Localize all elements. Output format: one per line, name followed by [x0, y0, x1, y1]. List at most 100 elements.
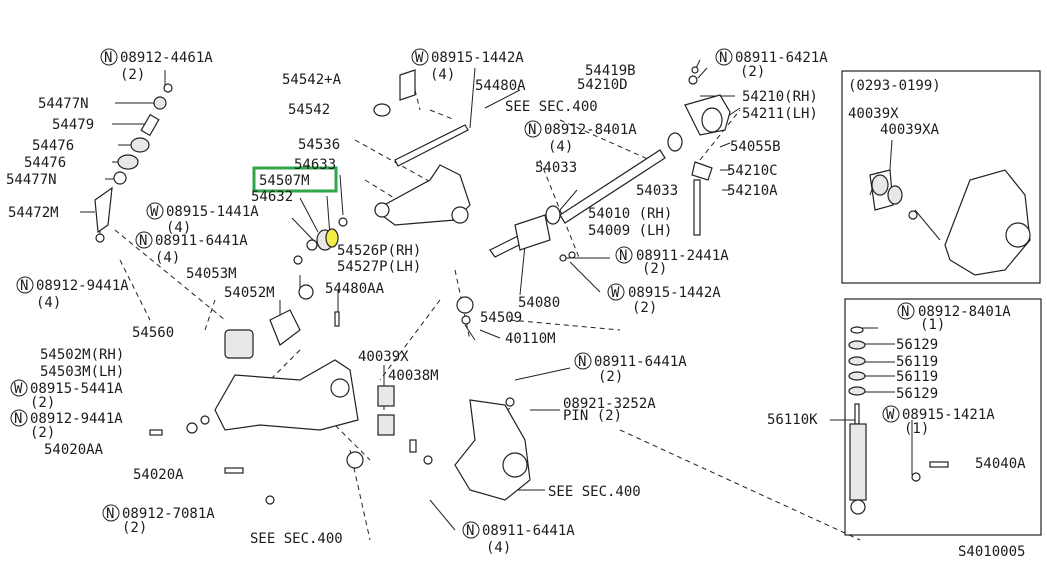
highlight-box — [252, 166, 338, 193]
spindle-part — [502, 452, 528, 478]
svg-text:W: W — [886, 407, 895, 423]
inset-part-label: 40039XA — [880, 122, 940, 138]
inset-part-label: 56110K — [767, 412, 818, 428]
part-label: 54480A — [475, 78, 526, 94]
bushing-part — [224, 329, 254, 359]
ball-joint-part — [451, 206, 469, 224]
bushing-part — [667, 132, 683, 152]
inset-part-label: 56119 — [896, 369, 938, 385]
part-label: 08921-3252A — [563, 396, 656, 412]
part-label: 54503M(LH) — [40, 364, 124, 380]
inset-part-label: 56129 — [896, 386, 938, 402]
circled-n-icon: N — [574, 352, 592, 370]
part-label: 08912-7081A — [122, 506, 215, 522]
bolt-part — [409, 439, 417, 453]
inset-washer-part — [911, 472, 921, 482]
nut-part — [568, 251, 576, 259]
svg-text:N: N — [106, 506, 114, 522]
part-label: 54480AA — [325, 281, 385, 297]
bracket-part — [399, 69, 416, 101]
steering-knuckle-part — [454, 399, 531, 501]
bumper-part — [298, 284, 314, 300]
svg-text:W: W — [611, 285, 620, 301]
quantity-label: (2) — [120, 67, 145, 83]
reference-label: SEE SEC.400 — [250, 531, 343, 547]
part-label: 54009 (LH) — [588, 223, 672, 239]
circled-n-icon: N — [10, 409, 28, 427]
inset-title: (0293-0199) — [848, 78, 941, 94]
part-label: 08915-5441A — [30, 381, 123, 397]
bushing-part — [701, 107, 723, 133]
circled-n-icon: N — [135, 231, 153, 249]
quantity-label: (2) — [30, 395, 55, 411]
part-label: 54210D — [577, 77, 628, 93]
circled-n-icon: N — [897, 302, 915, 320]
highlighted-part-label: 54507M — [259, 173, 310, 189]
washer-part — [306, 239, 318, 251]
quantity-label: (4) — [36, 295, 61, 311]
part-label: 08911-2441A — [636, 248, 729, 264]
bolt-part — [140, 113, 160, 137]
washer-part — [338, 217, 348, 227]
part-label: 54536 — [298, 137, 340, 153]
shock-eye-part — [850, 499, 866, 515]
circled-n-icon: N — [462, 521, 480, 539]
part-label: 54527P(LH) — [337, 259, 421, 275]
bushing-part — [130, 137, 150, 153]
circled-w-icon: W — [10, 379, 28, 397]
quantity-label: (2) — [598, 369, 623, 385]
part-label: PIN (2) — [563, 408, 622, 424]
part-label: 40039X — [358, 349, 409, 365]
inset-part-label: 56119 — [896, 354, 938, 370]
part-label: 54210C — [727, 163, 778, 179]
nut-part — [423, 455, 433, 465]
part-label: 54476 — [24, 155, 66, 171]
part-label: 54477N — [6, 172, 57, 188]
part-label: 54020AA — [44, 442, 104, 458]
part-label: 08912-4461A — [120, 50, 213, 66]
part-label: 54010 (RH) — [588, 206, 672, 222]
washer-part — [373, 103, 391, 117]
figure-code: S4010005 — [958, 544, 1025, 560]
svg-text:N: N — [104, 50, 112, 66]
part-label: 54476 — [32, 138, 74, 154]
svg-text:N: N — [20, 278, 28, 294]
part-label: 54526P(RH) — [337, 243, 421, 259]
bolt-part — [149, 429, 163, 436]
quantity-label: (4) — [430, 67, 455, 83]
shaft-part — [394, 124, 469, 167]
inset-nut-part — [850, 326, 864, 334]
part-label: 54479 — [52, 117, 94, 133]
inset-nut-part — [908, 210, 918, 220]
part-label: 54560 — [132, 325, 174, 341]
circled-n-icon: N — [16, 276, 34, 294]
svg-text:W: W — [14, 381, 23, 397]
svg-text:N: N — [719, 50, 727, 66]
part-label: 54033 — [535, 160, 577, 176]
nut-part — [200, 415, 210, 425]
svg-text:N: N — [14, 411, 22, 427]
inset-part-label: 56129 — [896, 337, 938, 353]
part-label: 54502M(RH) — [40, 347, 124, 363]
svg-text:N: N — [619, 248, 627, 264]
quantity-label: (2) — [642, 261, 667, 277]
svg-text:W: W — [150, 204, 159, 220]
inset-top-box — [841, 70, 1041, 284]
nut-part — [293, 255, 303, 265]
svg-text:N: N — [139, 233, 147, 249]
quantity-label: (2) — [632, 300, 657, 316]
quantity-label: (2) — [30, 425, 55, 441]
bracket-part — [514, 214, 551, 251]
inset-part-label: 40039X — [848, 106, 899, 122]
inset-bushing-part — [848, 371, 866, 381]
inset-bottom-box — [844, 298, 1042, 536]
circled-w-icon: W — [607, 283, 625, 301]
washer-part — [688, 75, 698, 85]
svg-text:N: N — [578, 354, 586, 370]
circled-n-icon: N — [715, 48, 733, 66]
part-label: 54477N — [38, 96, 89, 112]
part-label: 08912-8401A — [544, 122, 637, 138]
ball-joint-part — [346, 451, 364, 469]
shock-rod-part — [854, 403, 860, 425]
